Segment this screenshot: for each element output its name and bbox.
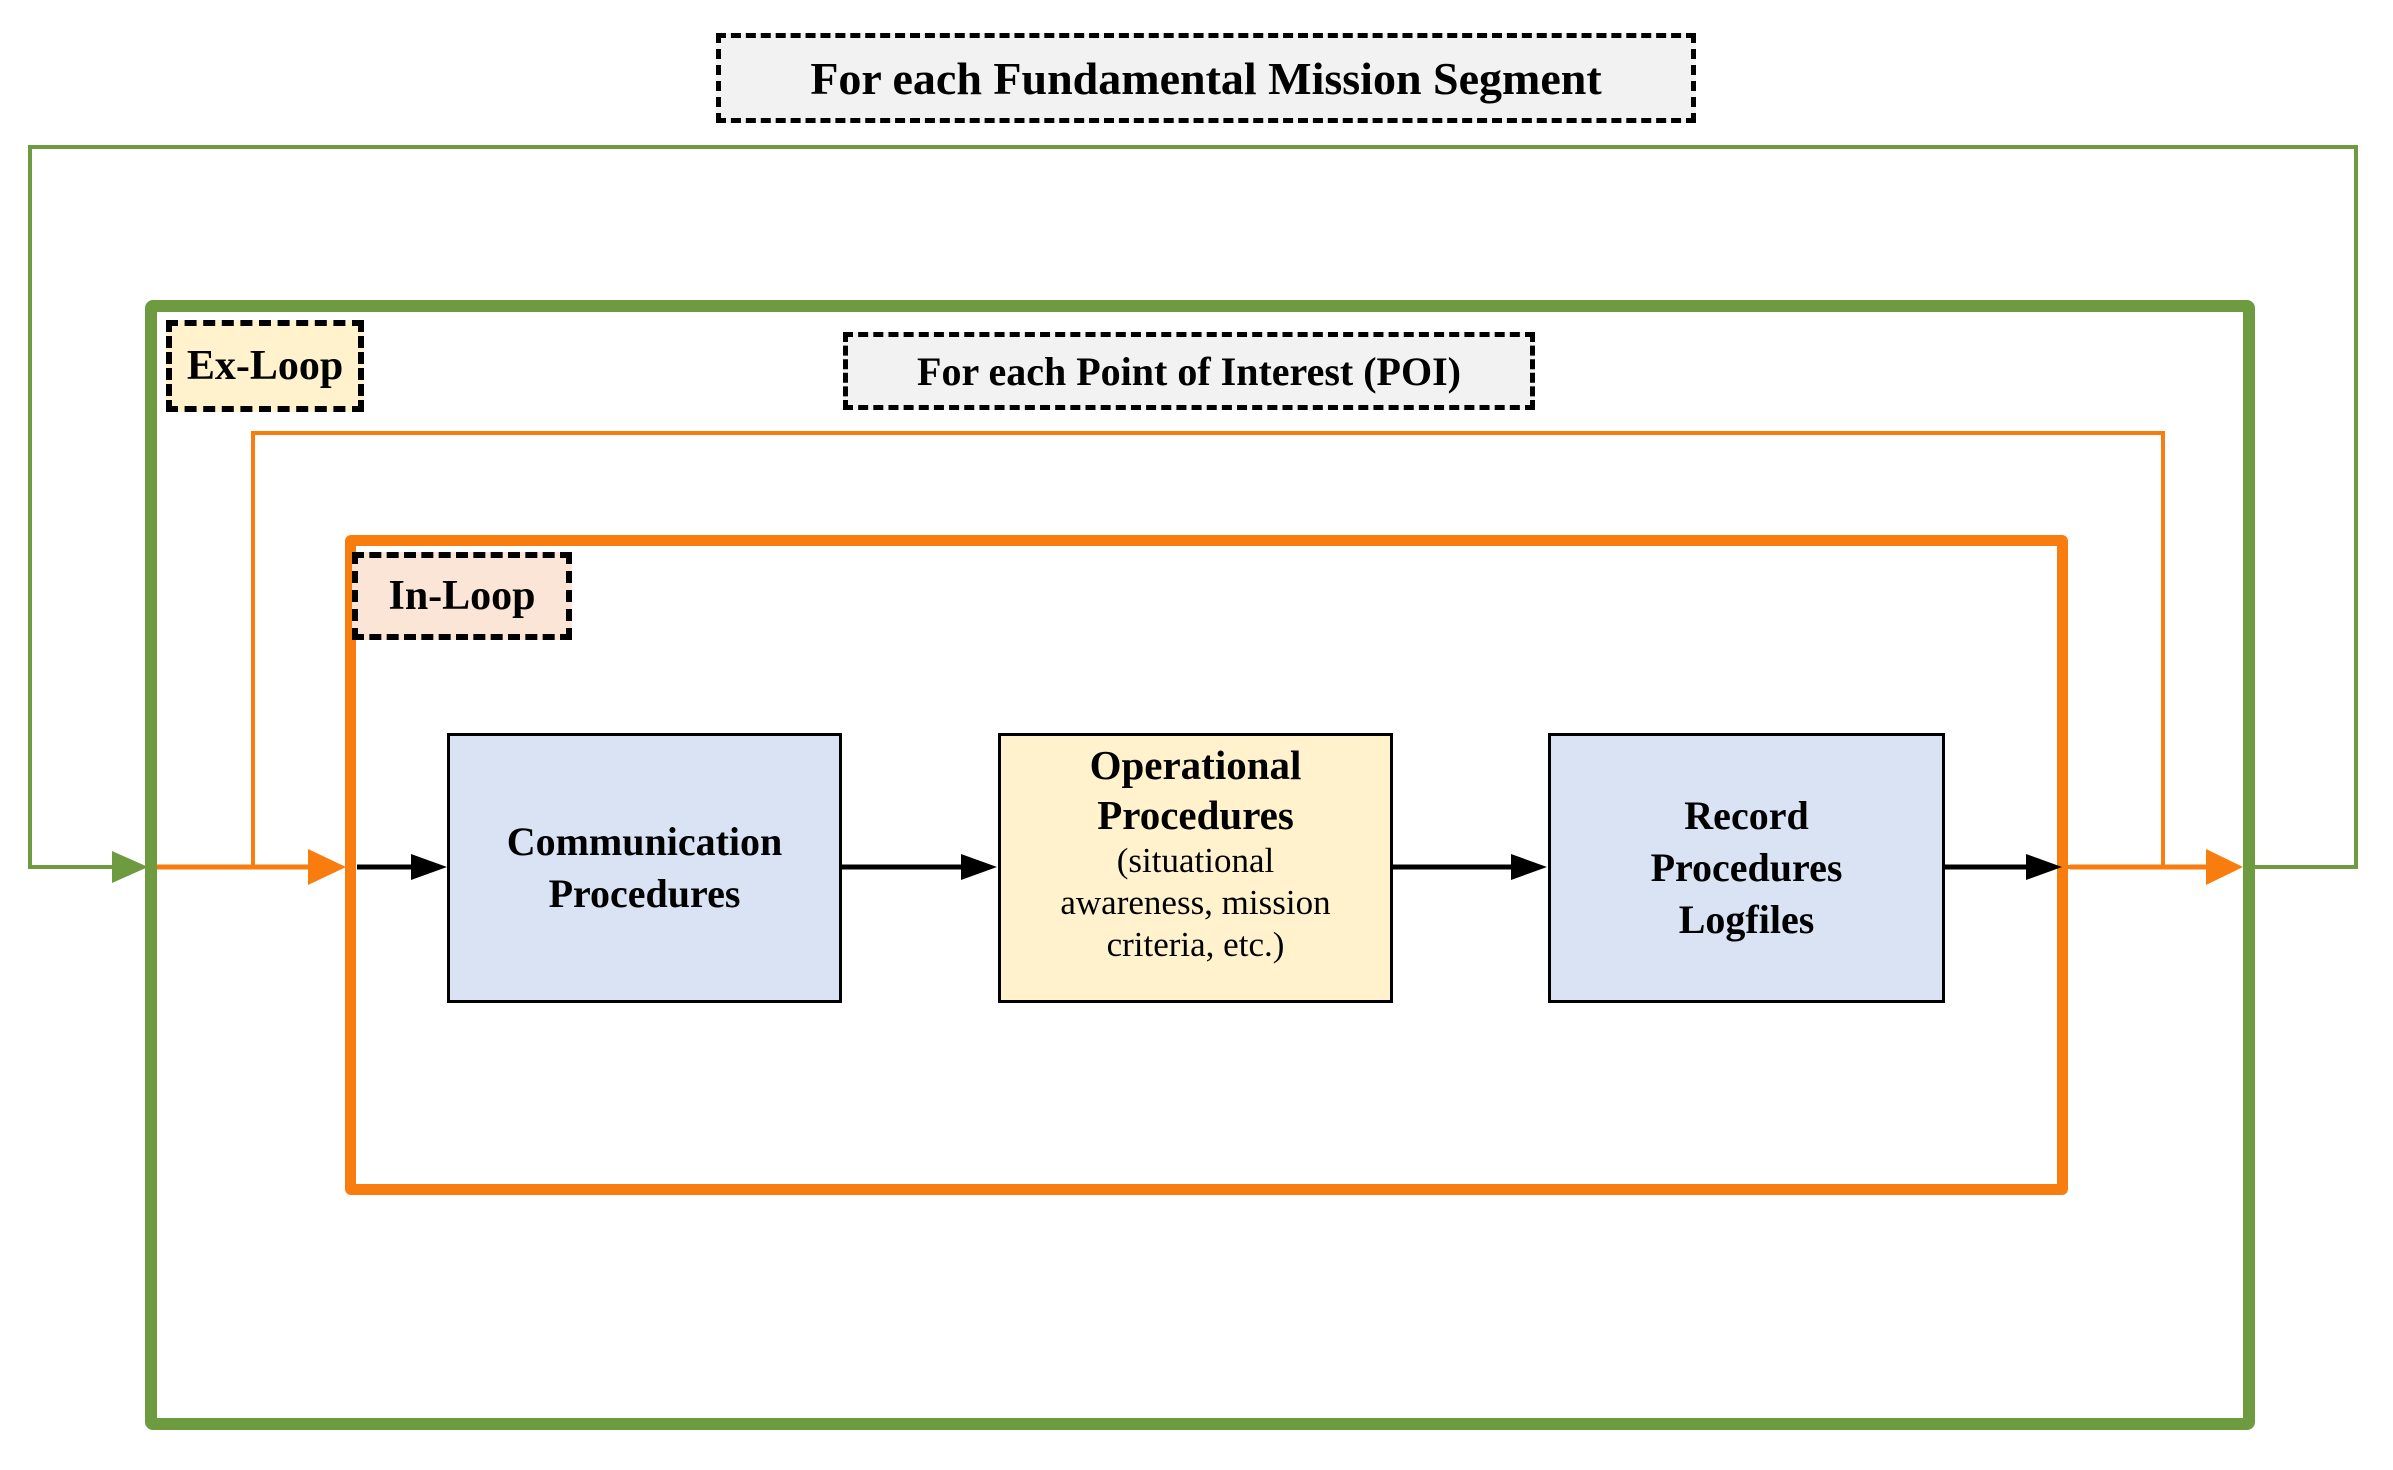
fundamental-mission-segment-loop-text: For each Fundamental Mission Segment <box>810 52 1602 104</box>
node-operational-title-line: Operational <box>1089 742 1302 788</box>
node-communication-line: Procedures <box>548 871 741 916</box>
in-loop-tag: In-Loop <box>352 552 572 640</box>
node-record-line: Logfiles <box>1678 897 1815 942</box>
ex-loop-tag-text: Ex-Loop <box>186 343 344 389</box>
node-communication-line: Communication <box>506 819 783 864</box>
node-operational-title-line: Procedures <box>1097 792 1294 839</box>
in-loop-tag-text: In-Loop <box>388 573 536 619</box>
node-operational-sub-line: (situational <box>1116 841 1275 881</box>
node-operational-sub-line: criteria, etc.) <box>1106 925 1285 965</box>
node-record-line: Procedures <box>1650 845 1843 890</box>
node-record-procedures-logfiles: Record Procedures Logfiles <box>1548 733 1945 1003</box>
node-communication-procedures: Communication Procedures <box>447 733 842 1003</box>
fundamental-mission-segment-loop-label: For each Fundamental Mission Segment <box>716 33 1696 123</box>
poi-loop-label: For each Point of Interest (POI) <box>843 332 1535 410</box>
node-operational-sub-line: awareness, mission <box>1060 883 1331 923</box>
node-record-line: Record <box>1684 793 1809 838</box>
node-operational-procedures: Operational Procedures (situational awar… <box>998 733 1393 1003</box>
outer-loop-arrowhead <box>112 851 148 883</box>
ex-loop-tag: Ex-Loop <box>166 320 364 412</box>
poi-loop-text: For each Point of Interest (POI) <box>917 348 1461 394</box>
